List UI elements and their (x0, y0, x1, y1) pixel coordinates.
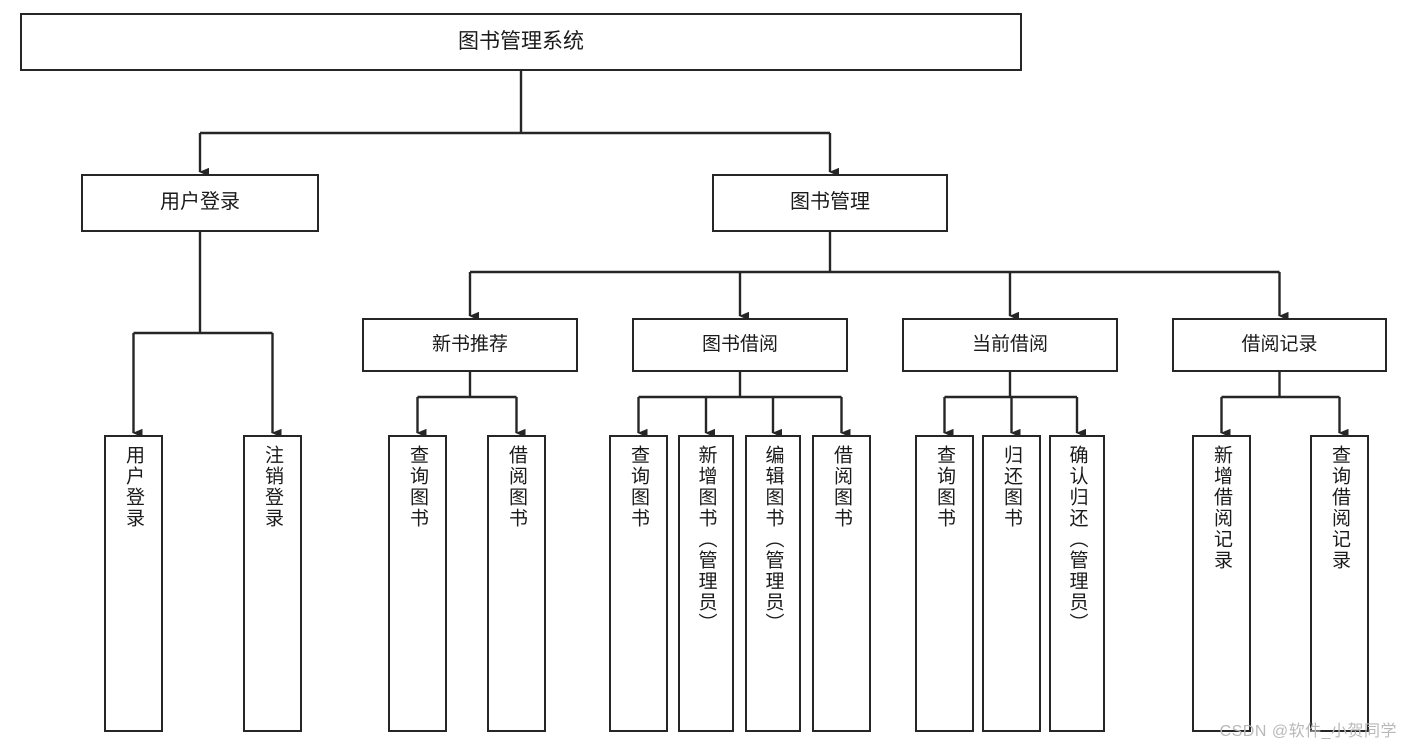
node-label-leaf-query-book-current: 查询图书 (934, 445, 955, 529)
node-label-leaf-query-borrow-record: 查询借阅记录 (1329, 445, 1350, 571)
node-leaf-add-book-admin[interactable]: 新增图书（管理员） (678, 435, 734, 732)
node-leaf-add-borrow-record[interactable]: 新增借阅记录 (1192, 435, 1251, 732)
node-label-borrow-record: 借阅记录 (1241, 333, 1318, 355)
node-leaf-user-login[interactable]: 用户登录 (104, 435, 163, 732)
node-label-leaf-return-book: 归还图书 (1001, 445, 1022, 529)
node-label-root: 图书管理系统 (458, 29, 584, 53)
node-label-book-borrow: 图书借阅 (701, 333, 778, 355)
node-leaf-borrow-book-rec[interactable]: 借阅图书 (487, 435, 546, 732)
node-leaf-query-borrow-record[interactable]: 查询借阅记录 (1310, 435, 1369, 732)
node-label-user-login: 用户登录 (160, 191, 240, 214)
node-new-book-recommend[interactable]: 新书推荐 (362, 318, 578, 372)
node-leaf-borrow-book[interactable]: 借阅图书 (812, 435, 871, 732)
node-label-current-borrow: 当前借阅 (971, 333, 1048, 355)
node-book-borrow[interactable]: 图书借阅 (632, 318, 848, 372)
node-label-leaf-query-book-borrow: 查询图书 (628, 445, 649, 529)
node-leaf-return-book[interactable]: 归还图书 (982, 435, 1041, 732)
node-label-leaf-query-book-rec: 查询图书 (407, 445, 428, 529)
node-label-new-book-recommend: 新书推荐 (431, 333, 508, 355)
node-leaf-query-book-current[interactable]: 查询图书 (915, 435, 974, 732)
node-label-leaf-borrow-book-rec: 借阅图书 (506, 445, 527, 529)
node-user-login[interactable]: 用户登录 (81, 174, 319, 232)
node-label-leaf-borrow-book: 借阅图书 (831, 445, 852, 529)
node-label-leaf-add-borrow-record: 新增借阅记录 (1211, 445, 1232, 571)
node-borrow-record[interactable]: 借阅记录 (1172, 318, 1387, 372)
watermark-text: CSDN @软件_小贺同学 (1219, 723, 1397, 740)
node-label-leaf-confirm-return-admin: 确认归还（管理员） (1066, 445, 1088, 634)
node-root[interactable]: 图书管理系统 (20, 13, 1022, 71)
node-current-borrow[interactable]: 当前借阅 (902, 318, 1118, 372)
node-label-leaf-user-logout: 注销登录 (262, 445, 283, 529)
node-label-leaf-add-book-admin: 新增图书（管理员） (695, 445, 717, 634)
node-label-leaf-user-login: 用户登录 (123, 445, 144, 529)
node-leaf-query-book-rec[interactable]: 查询图书 (388, 435, 447, 732)
node-leaf-edit-book-admin[interactable]: 编辑图书（管理员） (745, 435, 801, 732)
node-book-manage[interactable]: 图书管理 (712, 174, 948, 232)
node-label-leaf-edit-book-admin: 编辑图书（管理员） (762, 445, 784, 634)
node-leaf-confirm-return-admin[interactable]: 确认归还（管理员） (1049, 435, 1105, 732)
node-leaf-query-book-borrow[interactable]: 查询图书 (609, 435, 668, 732)
node-label-book-manage: 图书管理 (790, 191, 870, 214)
node-leaf-user-logout[interactable]: 注销登录 (243, 435, 302, 732)
